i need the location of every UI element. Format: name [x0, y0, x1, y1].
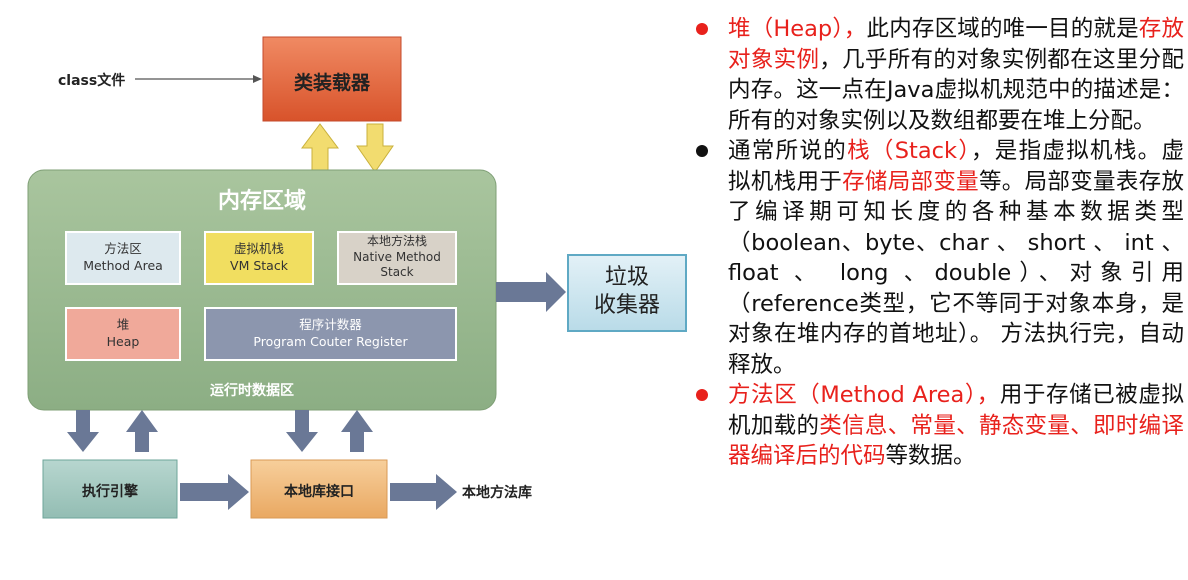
class-file-arrowhead: [253, 75, 262, 83]
execution-engine-box: [42, 459, 178, 519]
method-area-text-4: 等数据。: [885, 443, 976, 469]
native-to-mem-arrow: [341, 410, 373, 452]
execution-engine-label: 执行引擎: [82, 484, 138, 500]
native-method-stack-box: [337, 231, 457, 285]
method-area-text-1: 方法区（Method Area），: [728, 382, 1000, 408]
heap-label: 堆 Heap: [66, 316, 180, 350]
stack-text-3: ，是指虚拟机栈。虚拟机栈用于: [728, 138, 1184, 195]
heap-text-4: ，几乎所有的对象实例都在这里分配内存。这一点在Java虚拟机规范中的描述是：所有…: [728, 46, 1184, 134]
heap-line2: Heap: [106, 334, 140, 349]
exec-to-native-arrow: [180, 474, 249, 510]
native-library-label: 本地方法库: [462, 485, 532, 501]
memory-area-title: 内存区域: [217, 189, 306, 214]
description-panel: 堆（Heap），此内存区域的唯一目的就是存放对象实例，几乎所有的对象实例都在这里…: [690, 14, 1184, 580]
heap-text-3: 存放对象实例: [728, 16, 1184, 73]
runtime-data-area-label: 运行时数据区: [210, 383, 294, 399]
mem-to-native-arrow: [286, 410, 318, 452]
bullet-dot-icon: [696, 145, 708, 157]
method-area-line2: Method Area: [83, 258, 163, 273]
native-method-stack-line3: Stack: [380, 265, 414, 279]
garbage-collector-box: [567, 254, 687, 332]
gc-arrow: [496, 272, 566, 312]
native-method-stack-line2: Native Method: [353, 249, 441, 264]
bullet-method-area: 方法区（Method Area），用于存储已被虚拟机加载的类信息、常量、静态变量…: [690, 380, 1184, 472]
garbage-collector-line1: 垃圾: [604, 265, 649, 290]
program-counter-label: 程序计数器 Program Couter Register: [205, 316, 456, 350]
garbage-collector-line2: 收集器: [593, 293, 660, 318]
class-loader-label: 类装载器: [293, 72, 370, 94]
heap-box: [65, 307, 181, 361]
native-method-stack-label: 本地方法栈 Native Method Stack: [338, 234, 456, 281]
vm-stack-line1: 虚拟机栈: [233, 241, 284, 256]
stack-text-2: 栈（Stack）: [847, 138, 971, 164]
bullet-heap: 堆（Heap），此内存区域的唯一目的就是存放对象实例，几乎所有的对象实例都在这里…: [690, 14, 1184, 136]
native-to-library-arrow: [390, 474, 457, 510]
stack-text-5: 等。局部变量表存放了编译期可知长度的各种基本数据类型（boolean、byte、…: [728, 168, 1184, 378]
loader-down-arrow: [356, 123, 394, 173]
class-file-label: class文件: [58, 73, 126, 89]
loader-up-arrow: [301, 123, 339, 173]
bullet-dot-icon: [696, 23, 708, 35]
heap-text-1: 堆（Heap），: [728, 16, 867, 42]
method-area-line1: 方法区: [104, 241, 142, 256]
vm-stack-line2: VM Stack: [230, 258, 288, 273]
program-counter-box: [204, 307, 457, 361]
vm-stack-label: 虚拟机栈 VM Stack: [205, 240, 313, 274]
jvm-memory-diagram: class文件 类装载器 内存区域 方法区 Method Area 虚拟机栈 V…: [27, 36, 687, 519]
mem-to-exec-arrow: [67, 410, 99, 452]
class-loader-box: [262, 36, 402, 122]
vm-stack-box: [204, 231, 314, 285]
program-counter-line1: 程序计数器: [299, 317, 362, 332]
bullet-list: 堆（Heap），此内存区域的唯一目的就是存放对象实例，几乎所有的对象实例都在这里…: [690, 14, 1184, 472]
native-interface-label: 本地库接口: [284, 484, 354, 500]
method-area-label: 方法区 Method Area: [66, 240, 180, 274]
native-interface-box: [250, 459, 388, 519]
diagram-shapes: [27, 36, 687, 519]
native-method-stack-line1: 本地方法栈: [366, 234, 427, 248]
bullet-stack: 通常所说的栈（Stack），是指虚拟机栈。虚拟机栈用于存储局部变量等。局部变量表…: [690, 136, 1184, 380]
stack-text-4: 存储局部变量: [842, 168, 979, 195]
stack-text-1: 通常所说的: [728, 138, 848, 164]
method-area-text-3: 类信息、常量、静态变量、即时编译器编译后的代码: [728, 412, 1184, 470]
exec-to-mem-arrow: [126, 410, 158, 452]
heap-text-2: 此内存区域的唯一目的就是: [866, 16, 1139, 42]
heap-line1: 堆: [116, 317, 130, 332]
bullet-dot-icon: [696, 389, 708, 401]
method-area-box: [65, 231, 181, 285]
method-area-text-2: 用于存储已被虚拟机加载的: [728, 382, 1184, 439]
garbage-collector-label: 垃圾 收集器: [568, 264, 686, 320]
program-counter-line2: Program Couter Register: [253, 334, 408, 349]
